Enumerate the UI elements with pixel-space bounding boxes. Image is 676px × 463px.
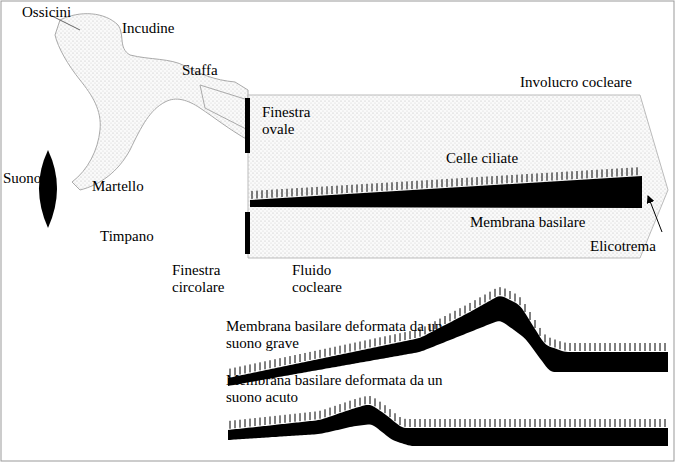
part-label: Timpano	[100, 228, 154, 245]
deformed-membrane-high	[228, 405, 668, 446]
part-label: Martello	[92, 178, 144, 195]
leader-line	[648, 196, 662, 232]
sound-arrow	[42, 185, 50, 187]
part-label: Finestra circolare	[172, 262, 242, 296]
part-label: Elicotrema	[590, 238, 656, 255]
ossicles	[55, 14, 248, 190]
stapes	[200, 85, 248, 130]
caption-label: Membrana basilare deformata da un suono …	[226, 372, 446, 406]
part-label: Ossicini	[22, 4, 71, 21]
part-label: Celle ciliate	[446, 150, 518, 167]
part-label: Suono	[3, 170, 41, 187]
part-label: Membrana basilare	[470, 214, 585, 231]
cochlear-housing	[248, 95, 668, 258]
basilar-membrane	[250, 176, 642, 208]
hair-cells	[252, 167, 637, 199]
tympanum	[39, 150, 57, 228]
oval-window	[245, 98, 250, 153]
part-label: Fluido cocleare	[292, 262, 362, 296]
part-label: Staffa	[182, 62, 218, 79]
caption-label: Membrana basilare deformata da un suono …	[226, 318, 446, 352]
part-label: Incudine	[122, 20, 174, 37]
part-label: Finestra ovale	[262, 104, 332, 138]
part-label: Involucro cocleare	[520, 74, 632, 91]
round-window	[245, 212, 250, 254]
